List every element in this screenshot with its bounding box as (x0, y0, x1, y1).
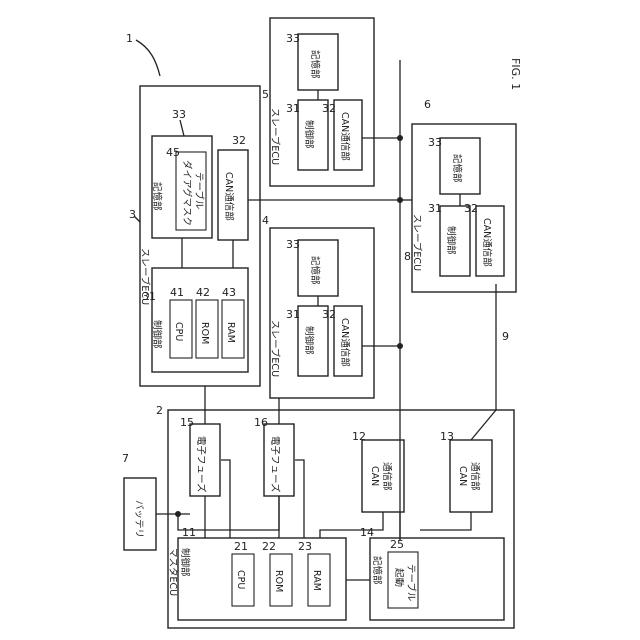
ref-storage: 33 (286, 238, 300, 251)
ref-can-comm: 32 (322, 308, 336, 321)
ref-battery: 7 (122, 452, 129, 465)
ref-slave4: 4 (262, 214, 269, 227)
ref-boot-table: 25 (390, 538, 404, 551)
ref-can-comm: 32 (232, 134, 246, 147)
ref-control: 31 (286, 102, 300, 115)
ref-can12: 12 (352, 430, 366, 443)
ref-storage: 33 (286, 32, 300, 45)
slave-ecu-3: スレーブECU 3 記憶部 33 ダイアグマスク テーブル 45 CAN通信部 … (129, 86, 400, 386)
can-label: CAN (369, 466, 380, 486)
comm-label: 通信部 (469, 462, 481, 491)
storage-label: 記憶部 (371, 556, 383, 585)
slave-ecu-6: スレーブECU 6 記憶部 33 制御部 31 CAN通信部 32 (400, 98, 516, 292)
control-label: 制御部 (151, 320, 163, 349)
master-ecu: 2 電子フューズ 15 電子フューズ 16 CAN 通信部 12 CAN 通信部… (156, 404, 514, 628)
ref-diag-mask: 45 (166, 146, 180, 159)
can-line-bus9 (471, 410, 496, 440)
ram-label: RAM (311, 570, 322, 591)
ref-slave5: 5 (262, 88, 269, 101)
ref-ram: 23 (298, 540, 312, 553)
can-comm-label: CAN通信部 (223, 172, 235, 221)
diag-mask-label-1: ダイアグマスク (181, 160, 193, 226)
storage-label: 記憶部 (309, 256, 321, 285)
control-label: 制御部 (445, 226, 457, 255)
ref-can-comm: 32 (464, 202, 478, 215)
diag-mask-label-2: テーブル (193, 172, 205, 210)
can-comm-label: CAN通信部 (481, 218, 493, 267)
ref-fuse15: 15 (180, 416, 194, 429)
rom-label: ROM (199, 322, 210, 344)
ref-cpu: 41 (170, 286, 184, 299)
can-comm-label: CAN通信部 (339, 318, 351, 367)
ref-slave3: 3 (129, 208, 136, 221)
ref-control: 31 (286, 308, 300, 321)
slave-ecu-5: スレーブECU 5 記憶部 33 制御部 31 CAN通信部 32 (262, 18, 400, 186)
master-ecu-label: マスタECU (167, 548, 178, 596)
slave-ecu-label: スレーブECU (269, 320, 281, 377)
ref-storage: 33 (172, 108, 186, 121)
ref-control: 31 (428, 202, 442, 215)
slave-ecu-label: スレーブECU (411, 214, 423, 271)
figure-label: FIG. 1 (509, 58, 522, 90)
ref-control: 31 (142, 290, 156, 303)
ram-label: RAM (225, 322, 236, 343)
rom-label: ROM (273, 570, 284, 592)
slave-ecu-label: スレーブECU (269, 108, 281, 165)
storage-label: 記憶部 (151, 182, 163, 211)
ref-can-comm: 32 (322, 102, 336, 115)
ref-bus9: 9 (502, 330, 509, 343)
ref-bus8: 8 (404, 250, 411, 263)
control-unit (152, 268, 248, 372)
ref-master-ctrl: 11 (182, 526, 196, 539)
ref-rom: 42 (196, 286, 210, 299)
boot-label-2: テーブル (405, 564, 417, 602)
ref-master: 2 (156, 404, 163, 417)
slave-ecu-4: スレーブECU 4 記憶部 33 制御部 31 CAN通信部 32 (262, 214, 400, 398)
cpu-label: CPU (173, 322, 184, 341)
efuse-label: 電子フューズ (195, 436, 207, 493)
storage-label: 記憶部 (309, 50, 321, 79)
comm-label: 通信部 (381, 462, 393, 491)
efuse-label: 電子フューズ (269, 436, 281, 493)
ref-rom: 22 (262, 540, 276, 553)
boot-label-1: 起動 (393, 568, 404, 587)
ref-master-storage: 14 (360, 526, 374, 539)
ref-slave6: 6 (424, 98, 431, 111)
ref-storage: 33 (428, 136, 442, 149)
ref-cpu: 21 (234, 540, 248, 553)
control-label: 制御部 (179, 548, 191, 577)
can-comm-label: CAN通信部 (339, 112, 351, 161)
ref-system-leader (136, 40, 160, 76)
cpu-label: CPU (235, 570, 246, 589)
storage-label: 記憶部 (451, 154, 463, 183)
control-label: 制御部 (303, 120, 315, 149)
can-label: CAN (457, 466, 468, 486)
ref-can13: 13 (440, 430, 454, 443)
ref-system: 1 (126, 32, 133, 45)
ref-ram: 43 (222, 286, 236, 299)
battery-label: バッテリ (133, 500, 144, 538)
ref-fuse16: 16 (254, 416, 268, 429)
control-label: 制御部 (303, 326, 315, 355)
